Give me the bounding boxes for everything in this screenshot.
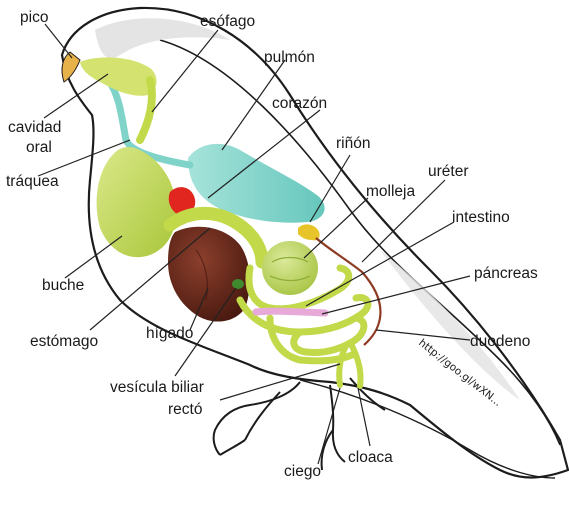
- label-molleja: molleja: [366, 183, 415, 200]
- label-pico: pico: [20, 9, 48, 26]
- label-duodeno: duodeno: [470, 333, 530, 350]
- label-estomago: estómago: [30, 333, 98, 350]
- label-ureter: uréter: [428, 163, 469, 180]
- pancreas: [256, 311, 325, 313]
- label-corazon: corazón: [272, 95, 327, 112]
- label-pancreas: páncreas: [474, 265, 538, 282]
- label-traquea: tráquea: [6, 173, 59, 190]
- label-recto: rectó: [168, 401, 202, 418]
- label-ciego: ciego: [284, 463, 321, 480]
- label-cavidad: cavidad: [8, 119, 61, 136]
- label-buche: buche: [42, 277, 84, 294]
- label-rinon: riñón: [336, 135, 370, 152]
- label-oral: oral: [26, 139, 52, 156]
- gall-bladder: [232, 279, 244, 289]
- label-higado: hígado: [146, 325, 193, 342]
- label-esofago: esófago: [200, 13, 255, 30]
- label-pulmon: pulmón: [264, 49, 315, 66]
- label-cloaca: cloaca: [348, 449, 393, 466]
- label-vesicula-biliar: vesícula biliar: [110, 379, 204, 396]
- label-intestino: intestino: [452, 209, 510, 226]
- gizzard: [262, 241, 318, 295]
